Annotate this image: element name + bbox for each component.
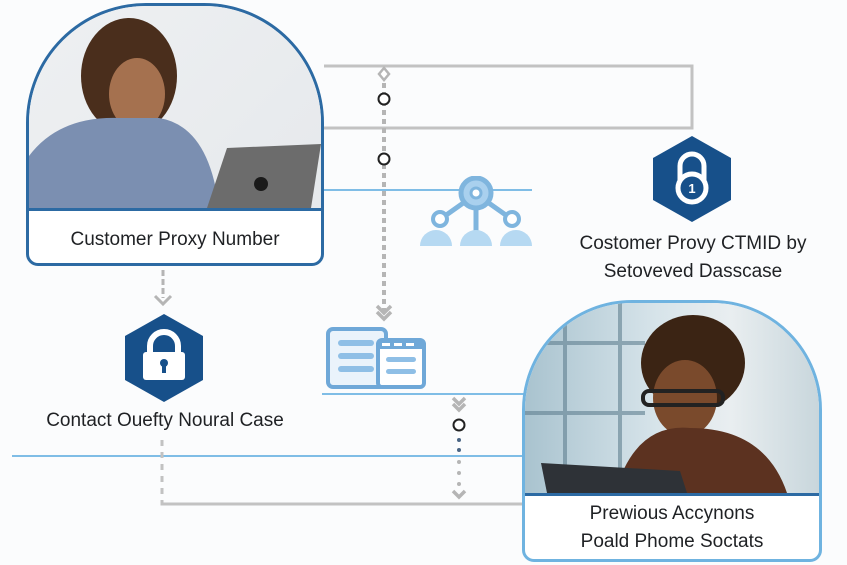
arrow-down-icon: [375, 310, 393, 322]
arrow-down-icon: [153, 294, 173, 307]
label-line-1: Prewious Accynons: [589, 503, 755, 524]
dot: [457, 448, 461, 452]
document-windows-icon: [326, 327, 426, 389]
loop-connector: [324, 64, 694, 130]
padlock-hexagon-icon: [125, 314, 203, 402]
previous-actions-card[interactable]: Prewious Accynons Poald Phome Soctats: [522, 300, 822, 562]
label-line-2: Setoveved Dasscase: [603, 261, 783, 282]
dot: [457, 460, 461, 464]
ctmid-database-label: Costomer Provy CTMID by Setoveved Dassca…: [548, 230, 838, 286]
customer-proxy-label: Customer Proxy Number: [70, 229, 280, 250]
previous-actions-label: Prewious Accynons Poald Phome Soctats: [525, 500, 819, 556]
arrow-down-icon: [375, 304, 393, 316]
diamond-endpoint: [377, 66, 391, 82]
contact-query-label: Contact Ouefty Noural Case: [46, 410, 284, 431]
customer-proxy-card[interactable]: Customer Proxy Number: [26, 3, 324, 266]
dot: [457, 471, 461, 475]
node-circle: [377, 92, 391, 106]
dot: [457, 482, 461, 486]
node-circle: [377, 152, 391, 166]
woman-with-laptop-photo: [525, 303, 819, 496]
node-circle: [452, 418, 466, 432]
arrow-down-icon: [451, 489, 467, 500]
dot: [457, 438, 461, 442]
lock-hexagon-icon: 1: [653, 136, 731, 222]
lock-badge: 1: [688, 181, 695, 196]
arrow-down-icon: [451, 402, 467, 413]
person-illustration: [29, 18, 321, 208]
label-line-1: Costomer Provy CTMID by: [579, 233, 807, 254]
network-hierarchy-icon: [420, 176, 532, 246]
label-line-2: Poald Phome Soctats: [580, 531, 764, 552]
person-illustration: [525, 303, 787, 493]
man-with-laptop-photo: [29, 6, 321, 211]
arrow-down-icon: [451, 396, 467, 407]
bottom-connector: [160, 440, 524, 506]
